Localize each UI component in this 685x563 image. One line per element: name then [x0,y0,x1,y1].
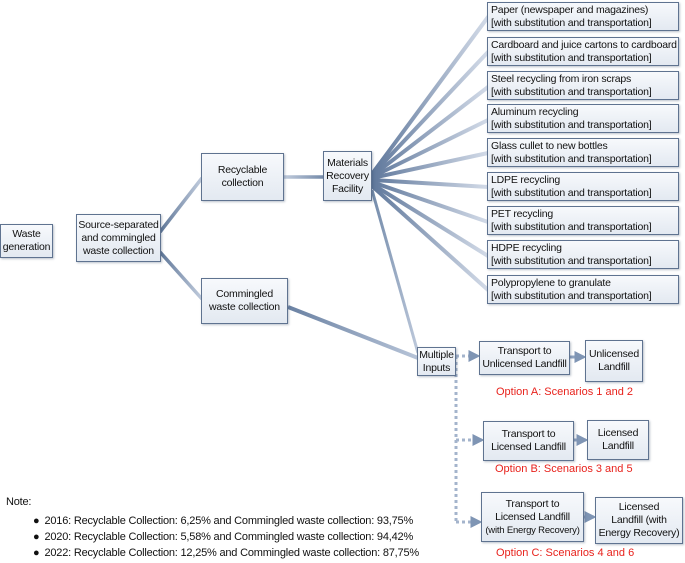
licensed-landfill-c-line-1: Licensed [618,501,660,513]
bullet-icon: ● [33,547,40,559]
option-b-label: Option B: Scenarios 3 and 5 [495,463,633,475]
source-collection-line-3: waste collection [83,244,154,257]
recycling-item-polypropylene: Polypropylene to granulate[with substitu… [487,275,679,304]
recycling-item-note: [with substitution and transportation] [491,119,652,131]
multiple-inputs-line-1: Multiple [419,348,454,361]
recycling-item-cardboard: Cardboard and juice cartons to cardboard… [487,37,679,66]
recycling-item-note: [with substitution and transportation] [491,52,652,64]
transport-licensed-b-line-1: Transport to [501,428,556,440]
commingled-collection-line-1: Commingled [216,288,273,300]
recycling-item-note: [with substitution and transportation] [491,187,652,199]
transport-licensed-b-line-2: Licensed Landfill [491,441,566,453]
bullet-icon: ● [33,515,40,527]
mrf-line-2: Recovery [326,169,369,182]
commingled-collection-line-2: waste collection [209,301,280,313]
recyclable-collection-line-1: Recyclable [217,164,268,176]
recyclable-collection-line-2: collection [221,177,264,189]
recycling-item-note: [with substitution and transportation] [491,221,652,233]
note-item-text: 2020: Recyclable Collection: 5,58% and C… [44,531,414,543]
recycling-item-aluminum: Aluminum recycling[with substitution and… [487,104,679,133]
unlicensed-landfill-line-1: Unlicensed [589,348,639,360]
recycling-item-title: Polypropylene to granulate [491,277,611,289]
bullet-icon: ● [33,531,40,543]
recycling-item-note: [with substitution and transportation] [491,17,652,29]
recycling-item-hdpe: HDPE recycling[with substitution and tra… [487,240,679,269]
waste-generation-line-2: generation [2,241,51,253]
recycling-item-title: Paper (newspaper and magazines) [491,4,649,16]
recycling-item-note: [with substitution and transportation] [491,290,652,302]
mrf-line-1: Materials [327,156,368,169]
recycling-item-note: [with substitution and transportation] [491,153,652,165]
transport-licensed-c-line-1: Transport to [505,497,560,510]
recycling-item-title: Cardboard and juice cartons to cardboard [491,39,677,51]
recycling-item-title: LDPE recycling [491,174,560,186]
note-item-2020: ● 2020: Recyclable Collection: 5,58% and … [33,531,413,543]
multiple-inputs-line-2: Inputs [422,361,451,374]
recycling-item-note: [with substitution and transportation] [491,255,652,267]
source-collection-line-2: and commingled [81,231,156,244]
licensed-landfill-b-line-2: Landfill [602,440,634,452]
recycling-item-title: PET recycling [491,208,553,220]
recycling-item-ldpe: LDPE recycling[with substitution and tra… [487,172,679,201]
recycling-item-paper: Paper (newspaper and magazines)[with sub… [487,2,679,31]
recycling-item-note: [with substitution and transportation] [491,86,652,98]
waste-generation-line-1: Waste [12,228,41,240]
note-item-text: 2022: Recyclable Collection: 12,25% and … [44,547,419,559]
mrf-line-3: Facility [331,182,364,195]
transport-licensed-c-line-3: (with Energy Recovery) [485,524,580,536]
note-item-text: 2016: Recyclable Collection: 6,25% and C… [44,515,414,527]
recycling-item-steel: Steel recycling from iron scraps[with su… [487,71,679,100]
recycling-item-title: HDPE recycling [491,242,562,254]
transport-unlicensed-line-2: Unlicensed Landfill [482,358,567,370]
note-item-2022: ● 2022: Recyclable Collection: 12,25% and… [33,547,419,559]
recycling-item-glass: Glass cullet to new bottles[with substit… [487,138,679,167]
recycling-item-title: Steel recycling from iron scraps [491,73,632,85]
transport-licensed-c-line-2: Licensed Landfill [495,510,570,523]
recycling-item-title: Glass cullet to new bottles [491,140,608,152]
unlicensed-landfill-line-2: Landfill [598,361,630,373]
licensed-landfill-b-line-1: Licensed [597,427,639,439]
option-a-label: Option A: Scenarios 1 and 2 [496,386,633,398]
note-title: Note: [6,496,32,508]
transport-unlicensed-line-1: Transport to [497,345,552,357]
recycling-item-title: Aluminum recycling [491,106,579,118]
option-c-label: Option C: Scenarios 4 and 6 [496,547,635,559]
recycling-item-pet: PET recycling[with substitution and tran… [487,206,679,235]
note-item-2016: ● 2016: Recyclable Collection: 6,25% and … [33,515,413,527]
licensed-landfill-c-line-3: Energy Recovery) [598,527,680,539]
licensed-landfill-c-line-2: Landfill (with [611,514,667,526]
source-collection-line-1: Source-separated [78,218,159,231]
